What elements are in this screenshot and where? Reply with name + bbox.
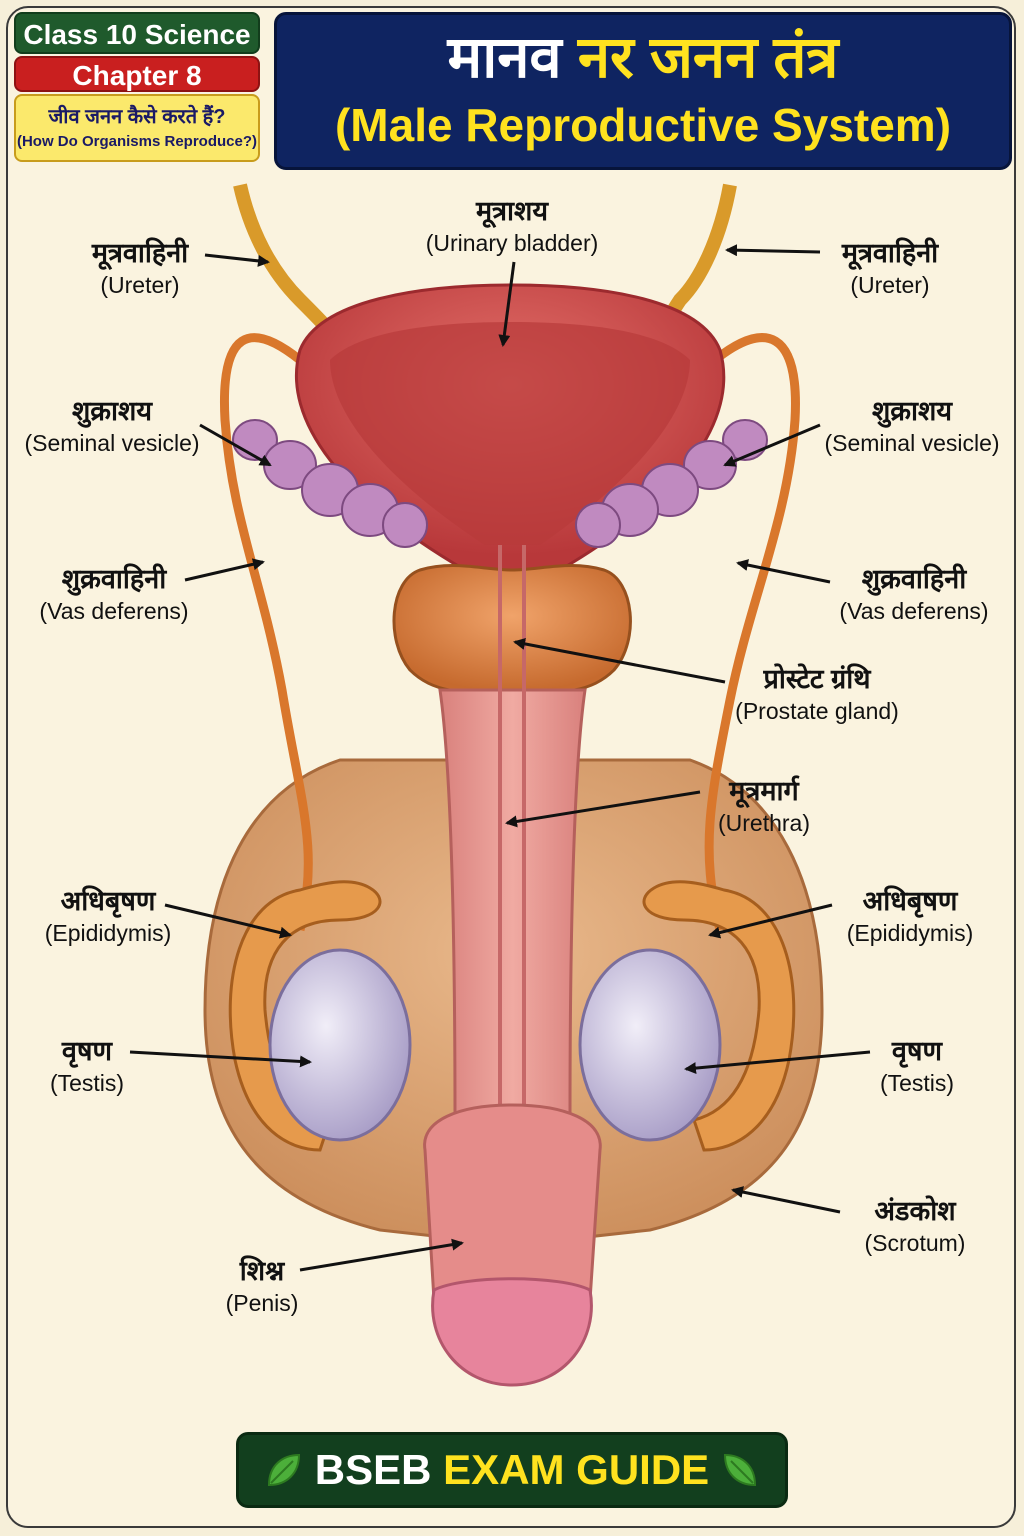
chapter-title-hindi: जीव जनन कैसे करते हैं? (48, 106, 226, 128)
label-epididymis-left-hi: अधिबृषण (60, 886, 156, 916)
chapter-title-badge: जीव जनन कैसे करते हैं? (How Do Organisms… (14, 94, 260, 162)
arrow-scrotum (731, 1186, 841, 1214)
footer-bseb: BSEB (314, 1446, 432, 1493)
class-badge: Class 10 Science (14, 12, 260, 54)
label-ureter-right: मूत्रवाहिनी (Ureter) (810, 236, 970, 300)
testis-right (578, 948, 722, 1142)
footer-banner: BSEB EXAM GUIDE (236, 1432, 788, 1508)
label-penis-en: (Penis) (225, 1290, 299, 1316)
label-scrotum-en: (Scrotum) (864, 1230, 966, 1256)
label-ureter-left-en: (Ureter) (100, 272, 180, 298)
chapter-badge: Chapter 8 (14, 56, 260, 92)
label-ureter-left: मूत्रवाहिनी (Ureter) (60, 236, 220, 300)
bladder-inner (330, 322, 690, 545)
label-epididymis-left: अधिबृषण (Epididymis) (24, 884, 192, 948)
arrow-penis (299, 1238, 464, 1272)
label-vas-right-en: (Vas deferens) (839, 598, 989, 624)
arrow-testis-left (129, 1050, 312, 1068)
arrow-prostate (513, 637, 726, 684)
arrow-vas-left (184, 558, 265, 582)
penis-body (423, 1103, 602, 1302)
label-prostate-hi: प्रोस्टेट ग्रंथि (763, 664, 871, 694)
label-scrotum: अंडकोश (Scrotum) (840, 1194, 990, 1258)
label-epididymis-left-en: (Epididymis) (44, 920, 172, 946)
penis-glans (431, 1277, 593, 1387)
arrow-epididymis-left (164, 903, 292, 939)
label-urethra-en: (Urethra) (717, 810, 810, 836)
label-testis-right-en: (Testis) (879, 1070, 955, 1096)
title-panel: मानव नर जनन तंत्र (Male Reproductive Sys… (274, 12, 1012, 170)
arrow-testis-right (684, 1050, 871, 1075)
title-hindi-yellow: नर जनन तंत्र (577, 25, 839, 90)
arrow-seminal-left (199, 423, 272, 467)
arrow-vas-right (736, 559, 831, 584)
label-vas-left-en: (Vas deferens) (39, 598, 189, 624)
footer-exam-guide: EXAM GUIDE (443, 1446, 710, 1493)
label-vas-left-hi: शुक्रवाहिनी (61, 564, 167, 594)
label-testis-right-hi: वृषण (891, 1036, 943, 1066)
pointer-arrows (129, 244, 871, 1272)
label-ureter-right-en: (Ureter) (850, 272, 930, 298)
leaf-icon-left (267, 1453, 301, 1487)
label-vas-right: शुक्रवाहिनी (Vas deferens) (824, 562, 1004, 626)
arrow-urethra (505, 790, 701, 828)
label-testis-left-en: (Testis) (49, 1070, 125, 1096)
label-seminal-left-hi: शुक्राशय (71, 396, 153, 426)
title-hindi: मानव नर जनन तंत्र (277, 15, 1009, 101)
label-seminal-right-en: (Seminal vesicle) (824, 430, 1000, 456)
title-hindi-white: मानव (447, 25, 562, 90)
label-epididymis-right-en: (Epididymis) (846, 920, 974, 946)
label-ureter-right-hi: मूत्रवाहिनी (841, 238, 939, 268)
label-epididymis-right: अधिबृषण (Epididymis) (826, 884, 994, 948)
prostate-shape (392, 564, 632, 694)
label-testis-right: वृषण (Testis) (862, 1034, 972, 1098)
label-bladder: मूत्राशय (Urinary bladder) (400, 194, 624, 258)
chapter-title-english: (How Do Organisms Reproduce?) (16, 133, 258, 150)
testis-left (268, 948, 412, 1142)
label-vas-right-hi: शुक्रवाहिनी (861, 564, 967, 594)
arrow-ureter-right (725, 244, 821, 257)
label-testis-left-hi: वृषण (61, 1036, 113, 1066)
label-penis-hi: शिश्न (239, 1256, 285, 1286)
label-prostate: प्रोस्टेट ग्रंथि (Prostate gland) (712, 662, 922, 726)
label-seminal-right: शुक्राशय (Seminal vesicle) (814, 394, 1010, 458)
label-scrotum-hi: अंडकोश (874, 1196, 956, 1226)
label-prostate-en: (Prostate gland) (735, 698, 899, 724)
arrow-epididymis-right (708, 903, 833, 939)
label-ureter-left-hi: मूत्रवाहिनी (91, 238, 189, 268)
seminal-vesicle-right (575, 419, 768, 548)
label-penis: शिश्न (Penis) (200, 1254, 324, 1318)
arrow-bladder (498, 261, 516, 347)
epididymis-right (642, 880, 796, 1152)
label-urethra-hi: मूत्रमार्ग (729, 776, 799, 806)
label-epididymis-right-hi: अधिबृषण (862, 886, 958, 916)
label-seminal-left-en: (Seminal vesicle) (24, 430, 200, 456)
label-urethra: मूत्रमार्ग (Urethra) (694, 774, 834, 838)
label-seminal-left: शुक्राशय (Seminal vesicle) (18, 394, 206, 458)
label-bladder-hi: मूत्राशय (475, 196, 549, 226)
leaf-icon-right (723, 1453, 757, 1487)
label-seminal-right-hi: शुक्राशय (871, 396, 953, 426)
label-testis-left: वृषण (Testis) (32, 1034, 142, 1098)
arrow-seminal-right (723, 423, 821, 467)
penis-shaft (438, 688, 587, 1122)
title-english: (Male Reproductive System) (334, 99, 952, 151)
label-bladder-en: (Urinary bladder) (425, 230, 599, 256)
label-vas-left: शुक्रवाहिनी (Vas deferens) (26, 562, 202, 626)
arrow-ureter-left (204, 253, 270, 267)
